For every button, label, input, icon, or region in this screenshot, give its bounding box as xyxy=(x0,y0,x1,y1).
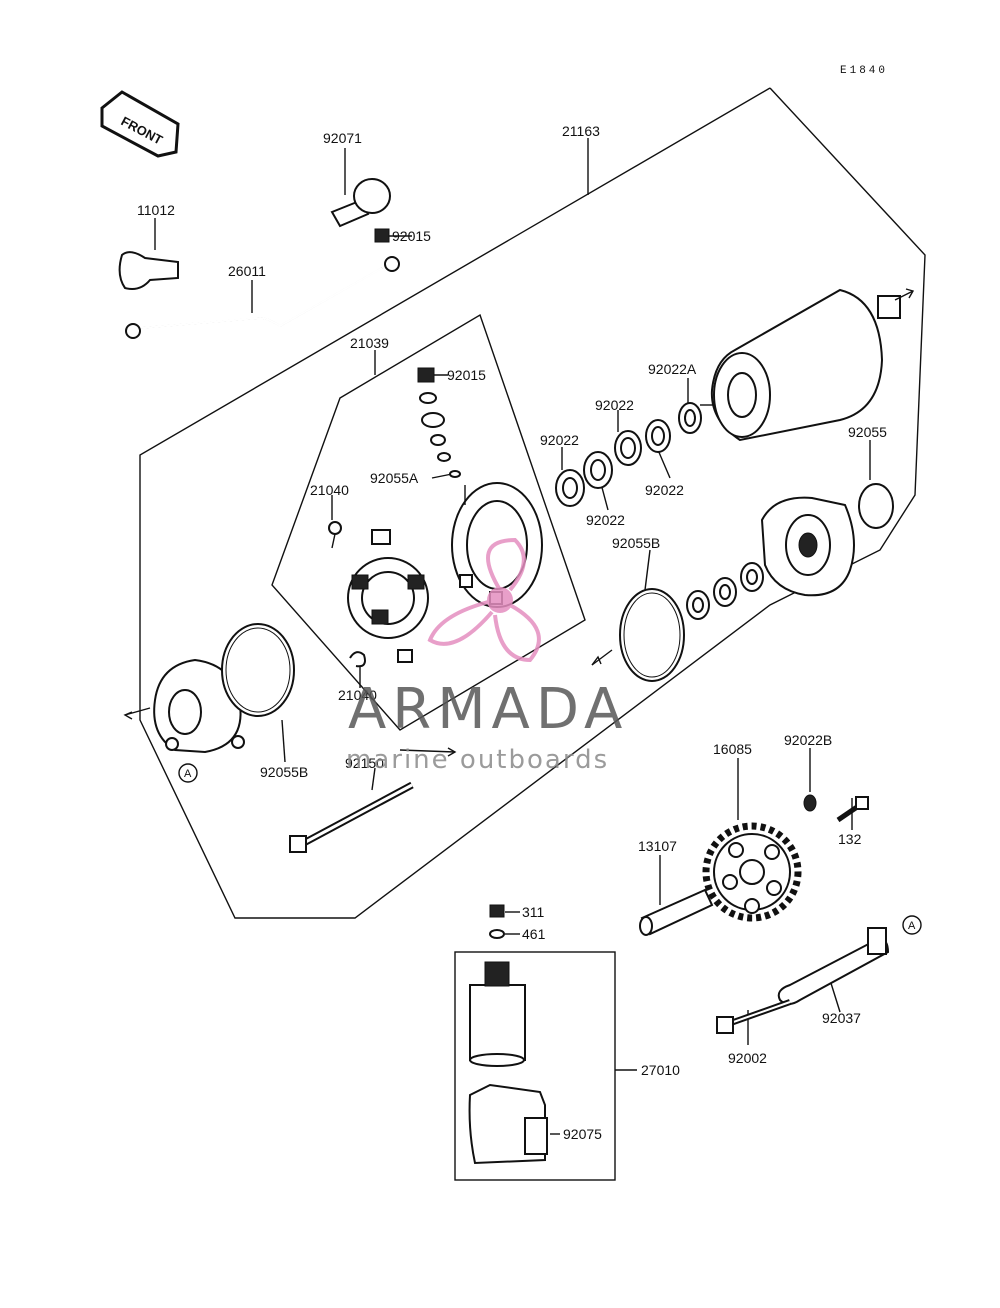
direction-arrows xyxy=(123,288,915,757)
washer-461 xyxy=(489,929,505,939)
o-ring-inner-right xyxy=(623,592,681,678)
nut-311 xyxy=(489,904,505,918)
label-16085: 16085 xyxy=(713,741,752,757)
label-92022B: 92022B xyxy=(784,732,832,748)
group-outline-27010 xyxy=(454,951,616,1181)
label-92075: 92075 xyxy=(563,1126,602,1142)
bolt-132 xyxy=(836,796,869,823)
label-461: 461 xyxy=(522,926,546,942)
svg-text:A: A xyxy=(908,920,916,932)
terminal-cap-92071 xyxy=(330,178,391,228)
label-13107: 13107 xyxy=(638,838,677,854)
label-92022-c: 92022 xyxy=(645,482,684,498)
o-ring-92055 xyxy=(858,483,894,529)
o-ring-inner-left xyxy=(225,627,291,713)
front-flange xyxy=(760,496,855,597)
strap-92037 xyxy=(777,927,890,1005)
label-92037: 92037 xyxy=(822,1010,861,1026)
marker-a-left: A xyxy=(178,763,198,783)
boot-cap-11012 xyxy=(118,251,179,290)
label-21163: 21163 xyxy=(562,123,600,139)
label-92071: 92071 xyxy=(323,130,362,146)
label-92002: 92002 xyxy=(728,1050,767,1066)
flange-washers xyxy=(686,562,764,620)
reduction-gear-16085 xyxy=(702,822,802,922)
watermark-subtitle: marine outboards xyxy=(346,745,609,775)
label-92055: 92055 xyxy=(848,424,887,440)
watermark-title: ARMADA xyxy=(348,677,628,742)
marker-a-right: A xyxy=(902,915,922,935)
ground-cable-26011 xyxy=(125,256,400,339)
through-bolt-92150 xyxy=(289,781,414,853)
part-labels: 92071 11012 92015 26011 21163 21039 9201… xyxy=(137,123,887,1142)
spring-21040-upper xyxy=(328,521,342,549)
label-21040-upper: 21040 xyxy=(310,482,349,498)
gear-shaft-13107 xyxy=(639,888,714,936)
label-92015-set: 92015 xyxy=(447,367,486,383)
label-132: 132 xyxy=(838,831,862,847)
label-92022-b: 92022 xyxy=(540,432,579,448)
solenoid-cover-92075 xyxy=(468,1083,548,1165)
brush-plate xyxy=(347,529,429,663)
label-92022A: 92022A xyxy=(648,361,697,377)
rear-end-cover xyxy=(153,658,245,754)
nut-92015-top xyxy=(374,228,390,243)
label-92022-d: 92022 xyxy=(586,512,625,528)
label-92055B-right: 92055B xyxy=(612,535,660,551)
starter-yoke xyxy=(700,288,901,442)
spring-21040-lower xyxy=(349,651,366,668)
label-92055B-left: 92055B xyxy=(260,764,308,780)
label-27010: 27010 xyxy=(641,1062,680,1078)
label-11012: 11012 xyxy=(137,202,175,218)
label-92055A: 92055A xyxy=(370,470,419,486)
watermark: ARMADA marine outboards xyxy=(346,537,628,775)
svg-text:A: A xyxy=(184,768,192,780)
diagram-code: E1840 xyxy=(840,65,888,77)
o-ring-92055B-left xyxy=(221,623,295,717)
group-outline-21163 xyxy=(139,87,926,919)
leader-lines xyxy=(154,138,871,1135)
label-21039: 21039 xyxy=(350,335,389,351)
propeller-logo-icon xyxy=(427,537,541,663)
thrust-washers xyxy=(555,402,702,507)
small-washers-stack xyxy=(417,367,461,478)
label-311: 311 xyxy=(522,904,545,920)
front-arrow-icon: FRONT xyxy=(100,90,180,158)
label-92015-top: 92015 xyxy=(392,228,431,244)
label-92022-a: 92022 xyxy=(595,397,634,413)
label-92150: 92150 xyxy=(345,755,384,771)
label-21040-lower: 21040 xyxy=(338,687,377,703)
o-ring-92055B-right xyxy=(619,588,685,682)
washer-92022B xyxy=(803,794,817,812)
group-outline-21039 xyxy=(271,313,586,731)
solenoid-27010 xyxy=(469,961,526,1067)
bolt-92002 xyxy=(716,999,792,1034)
label-26011: 26011 xyxy=(228,263,266,279)
